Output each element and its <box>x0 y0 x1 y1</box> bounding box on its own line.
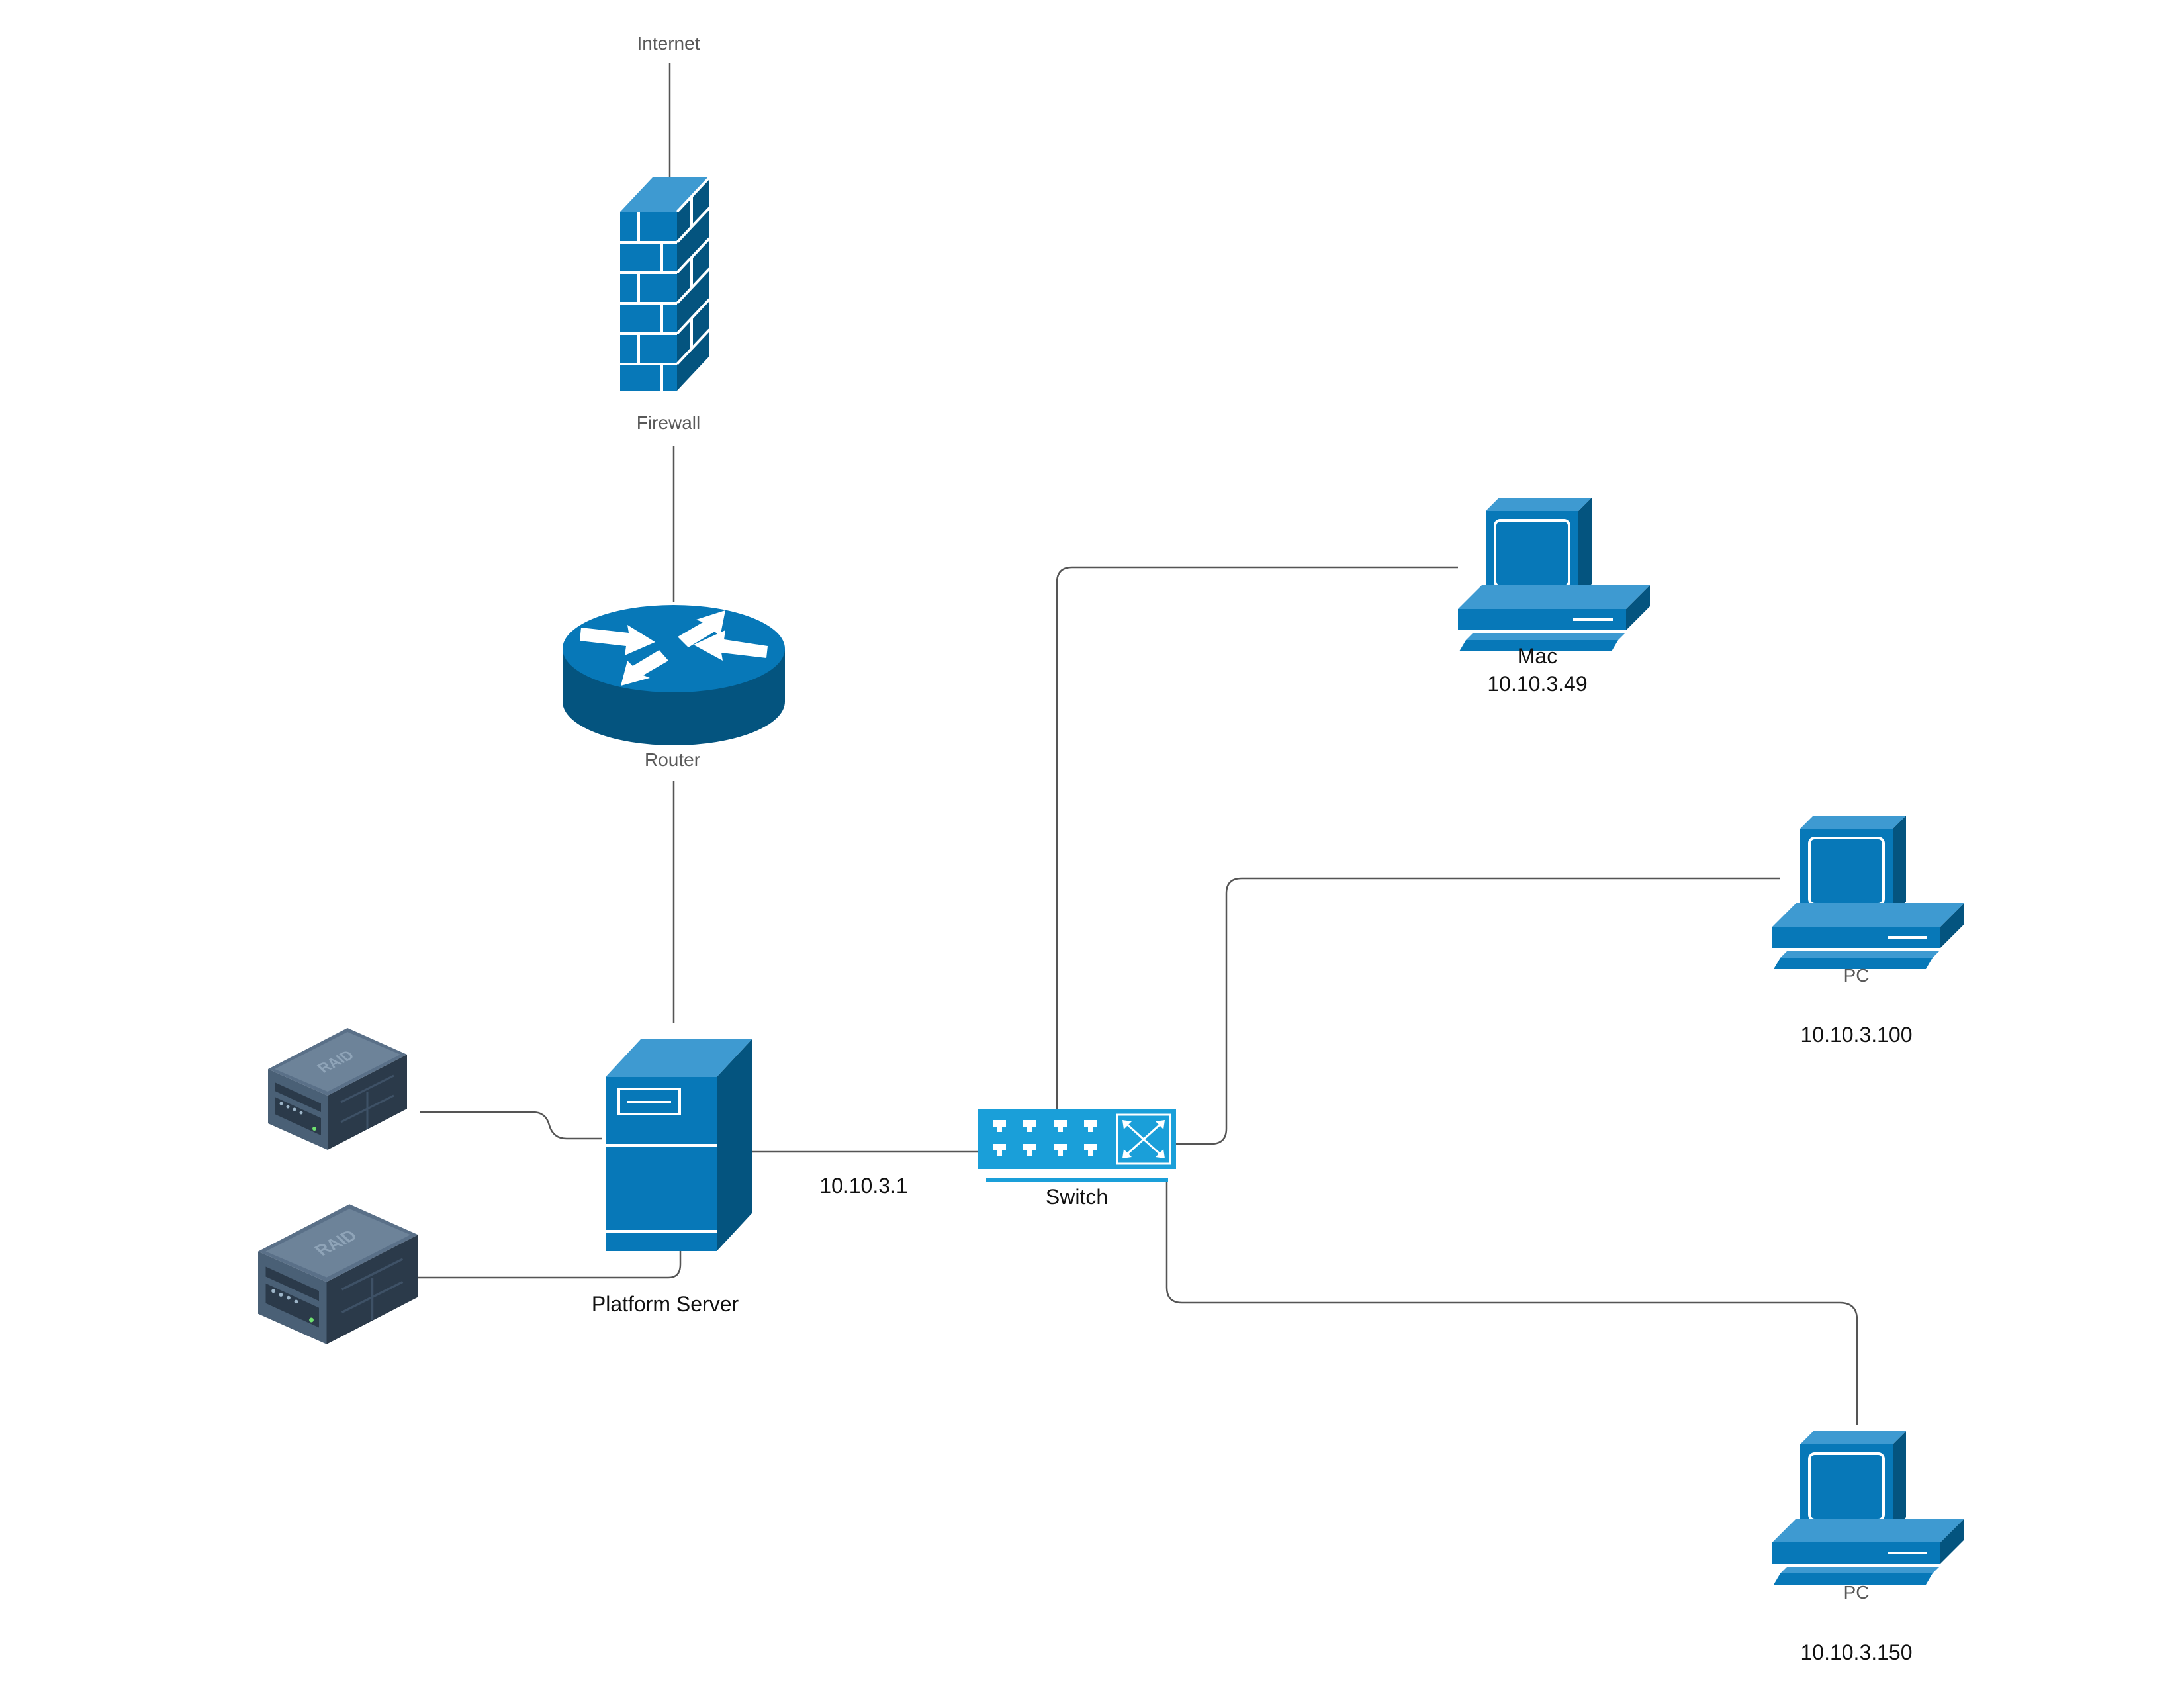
platform-server-label: Platform Server <box>591 1292 739 1316</box>
switch-label: Switch <box>1045 1185 1109 1209</box>
internet-label: Internet <box>637 33 700 54</box>
mac-name-label: Mac <box>1517 644 1558 668</box>
raid-storage-icon-2[interactable]: RAID <box>257 1203 420 1346</box>
firewall-icon[interactable] <box>620 176 711 391</box>
pc1-name-label: PC <box>1843 965 1870 986</box>
line-switch-pc1 <box>1176 877 1780 1145</box>
line-raid2-server <box>417 1251 682 1279</box>
raid-storage-icon-1[interactable]: RAID <box>267 1027 408 1151</box>
pc2-name-label: PC <box>1843 1582 1870 1603</box>
pc2-ip-label: 10.10.3.150 <box>1800 1640 1913 1664</box>
pc1-computer-icon[interactable] <box>1771 814 1966 970</box>
server-tower-icon[interactable] <box>606 1039 752 1251</box>
pc1-ip-label: 10.10.3.100 <box>1800 1023 1913 1047</box>
pc2-computer-icon[interactable] <box>1771 1430 1966 1586</box>
firewall-label: Firewall <box>636 412 701 433</box>
mac-computer-icon[interactable] <box>1457 496 1651 653</box>
line-switch-pc2 <box>1165 1180 1858 1425</box>
connectors <box>417 63 1858 1425</box>
mac-ip-label: 10.10.3.49 <box>1487 672 1588 696</box>
server-ip-label: 10.10.3.1 <box>819 1174 908 1197</box>
line-switch-mac <box>1056 566 1458 1109</box>
router-icon[interactable] <box>563 605 785 745</box>
router-label: Router <box>644 749 701 770</box>
network-switch-icon[interactable] <box>978 1109 1176 1182</box>
line-raid1-server <box>420 1111 602 1140</box>
